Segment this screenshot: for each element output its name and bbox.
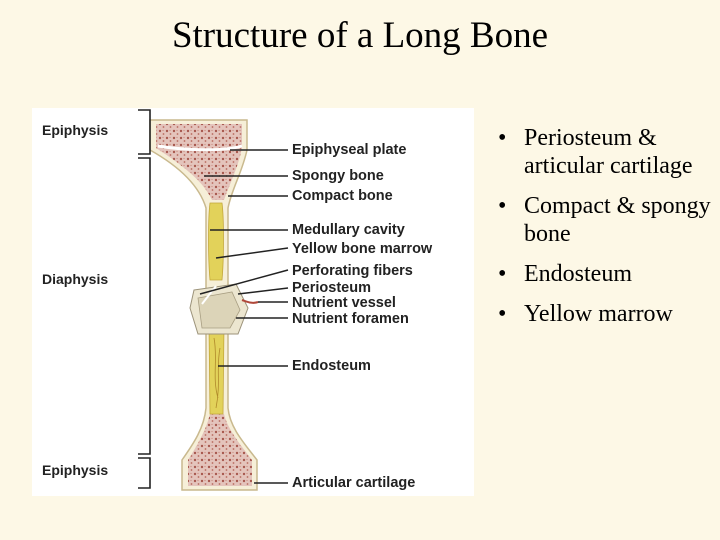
bullet-dot-icon: • <box>498 301 507 327</box>
bullet-item: • Endosteum <box>496 260 711 288</box>
bullet-text: Compact & spongy bone <box>524 193 711 247</box>
label-perforating-fibers: Perforating fibers <box>292 263 413 279</box>
spongy-bone-top <box>156 124 242 200</box>
label-endosteum: Endosteum <box>292 358 371 374</box>
bullet-text: Yellow marrow <box>524 301 673 327</box>
bullet-item: • Compact & spongy bone <box>496 192 711 248</box>
label-nutrient-foramen: Nutrient foramen <box>292 311 409 327</box>
region-label-epiphysis-bottom: Epiphysis <box>42 462 109 478</box>
epiphyseal-plate-line <box>157 144 243 152</box>
label-nutrient-vessel: Nutrient vessel <box>292 295 396 311</box>
label-yellow-bone-marrow: Yellow bone marrow <box>292 241 433 257</box>
bullet-list: • Periosteum & articular cartilage • Compa… <box>496 124 711 340</box>
long-bone-diagram: Epiphysis Diaphysis Epiphysis Epiphyseal… <box>32 108 474 496</box>
bullet-dot-icon: • <box>498 125 507 151</box>
label-spongy-bone: Spongy bone <box>292 168 384 184</box>
bullet-dot-icon: • <box>498 193 507 219</box>
label-compact-bone: Compact bone <box>292 188 393 204</box>
leader-lines <box>199 149 289 484</box>
spongy-bone-bottom <box>188 414 252 486</box>
yellow-marrow-lower <box>208 325 225 415</box>
bullet-text: Endosteum <box>524 261 632 287</box>
label-periosteum: Periosteum <box>292 280 371 296</box>
label-medullary-cavity: Medullary cavity <box>292 222 405 238</box>
label-epiphyseal-plate: Epiphyseal plate <box>292 142 407 158</box>
yellow-marrow-upper <box>208 202 224 281</box>
bullet-text: Periosteum & articular cartilage <box>524 125 693 179</box>
bullet-item: • Yellow marrow <box>496 300 711 328</box>
cutaway-face <box>197 291 241 329</box>
nutrient-vessel <box>241 299 259 304</box>
bone-illustration <box>138 109 289 491</box>
marrow-vessels <box>213 337 221 409</box>
slide-title: Structure of a Long Bone <box>171 15 549 56</box>
region-label-diaphysis: Diaphysis <box>42 271 109 287</box>
region-brackets <box>138 109 151 489</box>
label-articular-cartilage: Articular cartilage <box>292 475 416 491</box>
region-label-epiphysis-top: Epiphysis <box>42 122 109 138</box>
bullet-dot-icon: • <box>498 261 507 287</box>
bullet-item: • Periosteum & articular cartilage <box>496 124 711 180</box>
